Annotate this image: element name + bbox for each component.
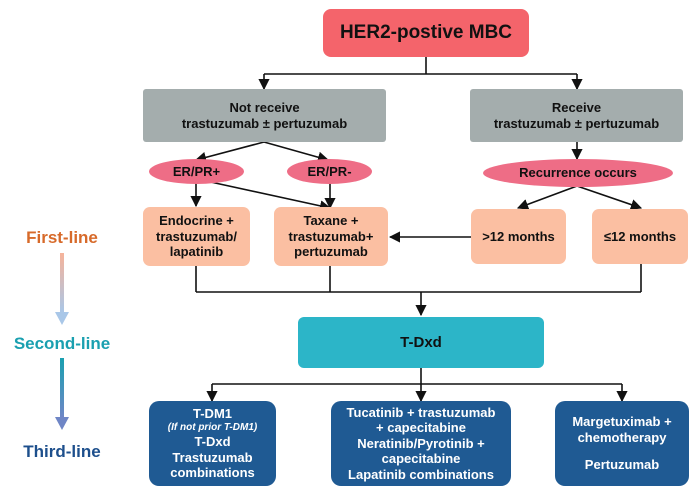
- le12-months-box: ≤12 months: [592, 209, 688, 264]
- er-pr-positive-ellipse: ER/PR+: [149, 159, 244, 184]
- box3-line1: Margetuximab +: [572, 414, 672, 430]
- box2-line1: Tucatinib + trastuzumab: [346, 404, 496, 420]
- third-line-box-1: T-DM1 (If not prior T-DM1) T-Dxd Trastuz…: [149, 401, 276, 486]
- box3-line3: Pertuzumab: [584, 457, 660, 473]
- taxane-line2: trastuzumab+: [288, 228, 374, 244]
- er-pr-negative-ellipse: ER/PR-: [287, 159, 372, 184]
- endocrine-box: Endocrine + trastuzumab/ lapatinib: [143, 207, 250, 266]
- gt12-months-label: >12 months: [482, 228, 555, 244]
- gt12-months-box: >12 months: [471, 209, 566, 264]
- receive-box: Receive trastuzumab ± pertuzumab: [470, 89, 683, 142]
- box1-line2: T-Dxd: [194, 433, 231, 449]
- endocrine-line3: lapatinib: [169, 244, 224, 260]
- recurrence-ellipse: Recurrence occurs: [483, 159, 673, 187]
- box2-line3: Neratinib/Pyrotinib +: [357, 435, 485, 451]
- first-line-label: First-line: [26, 228, 98, 247]
- taxane-box: Taxane + trastuzumab+ pertuzumab: [274, 207, 388, 266]
- box2-line2: + capecitabine: [376, 420, 466, 436]
- receive-line2: trastuzumab ± pertuzumab: [493, 115, 660, 131]
- receive-line1: Receive: [551, 99, 602, 115]
- taxane-line1: Taxane +: [303, 213, 359, 229]
- box1-line4: combinations: [170, 465, 255, 481]
- timeline-arrows: [55, 253, 69, 430]
- tdxd-label: T-Dxd: [400, 333, 442, 351]
- endocrine-line1: Endocrine +: [159, 213, 234, 229]
- not-receive-line1: Not receive: [229, 99, 300, 115]
- not-receive-box: Not receive trastuzumab ± pertuzumab: [143, 89, 386, 142]
- box2-line5: Lapatinib combinations: [348, 466, 494, 482]
- box2-line4: capecitabine: [381, 451, 461, 467]
- third-line-box-3: Margetuximab + chemotherapy Pertuzumab: [555, 401, 689, 486]
- second-line-label: Second-line: [13, 334, 111, 353]
- not-receive-line2: trastuzumab ± pertuzumab: [181, 115, 348, 131]
- tdxd-box: T-Dxd: [298, 317, 544, 368]
- title-her2-mbc: HER2-postive MBC: [323, 9, 529, 57]
- title-text: HER2-postive MBC: [339, 21, 513, 43]
- box3-line2: chemotherapy: [577, 429, 667, 445]
- er-pr-negative-label: ER/PR-: [307, 163, 352, 179]
- er-pr-positive-label: ER/PR+: [172, 163, 221, 179]
- recurrence-label: Recurrence occurs: [519, 165, 637, 181]
- third-line-box-2: Tucatinib + trastuzumab + capecitabine N…: [331, 401, 511, 486]
- taxane-line3: pertuzumab: [294, 244, 368, 260]
- box1-note: (If not prior T-DM1): [167, 421, 258, 433]
- le12-months-label: ≤12 months: [603, 228, 677, 244]
- third-line-label: Third-line: [23, 442, 101, 461]
- box1-line3: Trastuzumab: [172, 449, 253, 465]
- box1-line1: T-DM1: [193, 406, 232, 422]
- endocrine-line2: trastuzumab/: [156, 228, 237, 244]
